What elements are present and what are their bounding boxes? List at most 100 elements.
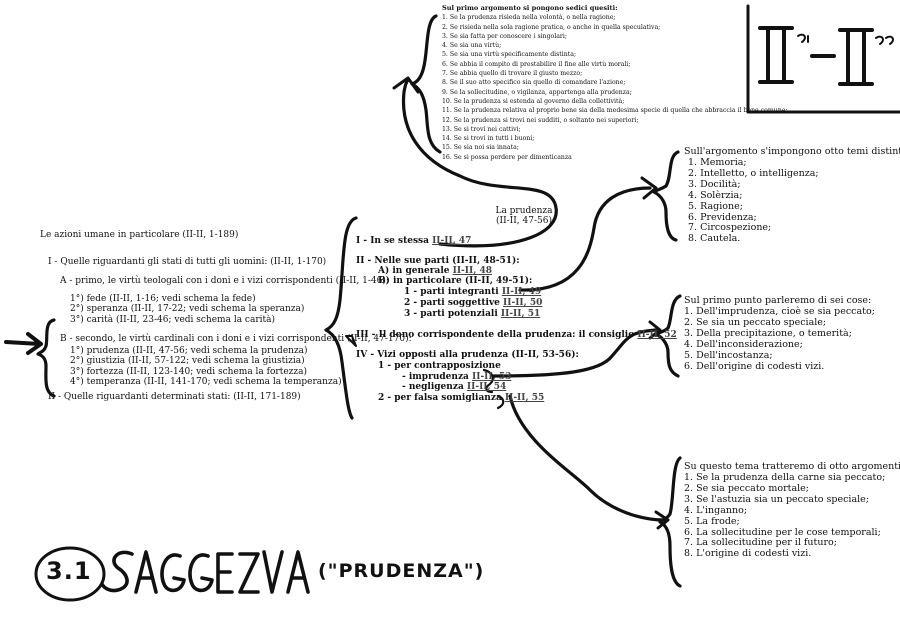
top-questions-heading: Sul primo argomento si pongono sedici qu…: [442, 4, 618, 12]
item-ii-b: B) in particolare (II-II, 49-51):: [378, 276, 533, 286]
question-8: 8. Se il suo atto specifico sia quello d…: [442, 79, 626, 87]
theological-item-carita: 3°) carità (II-II, 23-46; vedi schema la…: [70, 314, 276, 325]
eight-args-heading: Su questo tema tratteremo di otto argome…: [684, 461, 900, 472]
cardinal-item-prudenza: 1°) prudenza (II-II, 47-56; vedi schema …: [70, 346, 308, 356]
outline-title: Le azioni umane in particolare (II-II, 1…: [40, 230, 239, 240]
item-b1-link[interactable]: II-II, 49: [501, 287, 542, 297]
item-b2-label: 2 - parti soggettive: [404, 298, 504, 308]
arg-item-3: 3. Se l'astuzia sia un peccato speciale;: [684, 493, 869, 505]
item-iv-1b-link[interactable]: II-II, 54: [466, 382, 507, 392]
question-4: 4. Se sia una virtù;: [442, 42, 502, 50]
number-circle: [34, 546, 106, 602]
left-brace: [36, 318, 56, 398]
item-b1-label: 1 - parti integranti: [404, 287, 502, 297]
item-ii: II - Nelle sue parti (II-II, 48-51):: [356, 256, 520, 266]
theme-item-7: 7. Circospezione;: [688, 222, 772, 234]
themes-heading: Sull'argomento s'impongono otto temi dis…: [684, 146, 900, 157]
arg-item-4: 4. L'inganno;: [684, 504, 748, 516]
cardinal-item-fortezza: 3°) fortezza (II-II, 123-140; vedi schem…: [70, 366, 308, 377]
six-item-4: 4. Dell'inconsiderazione;: [684, 338, 803, 350]
six-things-box: Sul primo punto parleremo di sei cose: 1…: [684, 295, 875, 372]
corner-box: [746, 4, 900, 114]
question-9: 9. Se la sollecitudine, o vigilanza, app…: [442, 88, 632, 96]
item-iv-1a-label: - imprudenza: [402, 372, 473, 382]
six-item-5: 5. Dell'incostanza;: [684, 349, 773, 361]
item-b3-label: 3 - parti potenziali: [404, 309, 501, 319]
center-heading-title: La prudenza: [495, 206, 553, 216]
theme-item-6: 6. Previdenza;: [688, 211, 757, 223]
item-b2-link[interactable]: II-II, 50: [503, 298, 543, 308]
theological-item-speranza: 2°) speranza (II-II, 17-22; vedi schema …: [70, 304, 305, 315]
themes-box: Sull'argomento s'impongono otto temi dis…: [684, 146, 900, 245]
six-item-3: 3. Della precipitazione, o temerità;: [684, 327, 852, 339]
question-6: 6. Se abbia il compito di prestabilire i…: [442, 60, 631, 68]
item-i-label: I - In se stessa: [356, 236, 433, 246]
question-3: 3. Se sia fatta per conoscere i singolar…: [442, 32, 567, 40]
six-item-1: 1. Dell'imprudenza, cioè se sia peccato;: [684, 305, 875, 317]
item-iv-2-label: 2 - per falsa somiglianza: [378, 393, 505, 403]
outline-section-i: I - Quelle riguardanti gli stati di tutt…: [48, 257, 327, 267]
item-iv: IV - Vizi opposti alla prudenza (II-II, …: [356, 350, 579, 360]
cardinal-item-temperanza: 4°) temperanza (II-II, 141-170; vedi sch…: [70, 377, 342, 388]
question-7: 7. Se abbia quello di trovare il giusto …: [442, 70, 583, 78]
center-heading: La prudenza (II-II, 47-56): [489, 206, 559, 227]
question-15: 15. Se sia noi sia innata;: [442, 144, 519, 152]
theological-item-fede: 1°) fede (II-II, 1-16; vedi schema la fe…: [70, 294, 256, 304]
entry-arrow-icon: [4, 332, 43, 355]
question-10: 10. Se la prudenza si estenda al governo…: [442, 97, 625, 105]
arrow-b1-to-themes: [518, 186, 652, 292]
item-iv-1a: - imprudenza II-II, 53: [402, 372, 511, 382]
item-i: I - In se stessa II-II, 47: [356, 236, 471, 246]
theme-item-1: 1. Memoria;: [688, 156, 747, 168]
outline-part-b: B - secondo, le virtù cardinali con i do…: [60, 334, 412, 344]
arg-item-1: 1. Se la prudenza della carne sia peccat…: [684, 471, 886, 483]
six-item-6: 6. Dell'origine di codesti vizi.: [684, 360, 825, 372]
top-questions-box: Sul primo argomento si pongono sedici qu…: [442, 4, 787, 162]
theme-item-3: 3. Docilità;: [688, 178, 741, 190]
question-1: 1. Se la prudenza risieda nella volontà,…: [442, 14, 616, 22]
cardinal-list: 1°) prudenza (II-II, 47-56; vedi schema …: [70, 346, 342, 387]
center-heading-ref: (II-II, 47-56): [496, 216, 552, 227]
item-b1: 1 - parti integranti II-II, 49: [404, 287, 541, 297]
arrow-i-to-top: [401, 78, 558, 248]
question-12: 12. Se la prudenza si trovi nei sudditi,…: [442, 116, 639, 124]
item-iii-label: III - Il dono corrispondente della prude…: [356, 330, 638, 340]
six-item-2: 2. Se sia un peccato speciale;: [684, 316, 827, 328]
item-iv-2-link[interactable]: II-II, 55: [504, 393, 545, 403]
bottom-title-handwriting: [100, 550, 310, 594]
item-iv-1a-link[interactable]: II-II, 53: [472, 372, 512, 382]
item-iv-1b-label: - negligenza: [402, 382, 467, 392]
top-brace: [410, 14, 442, 154]
bottom-paren: ("PRUDENZA"): [318, 560, 485, 582]
question-16: 16. Se si possa perdere per dimenticanza: [442, 153, 572, 161]
item-b3: 3 - parti potenziali II-II, 51: [404, 309, 540, 319]
arrow-falsa-to-args: [508, 394, 666, 522]
theme-item-5: 5. Ragione;: [688, 200, 743, 212]
item-iv-1b: - negligenza II-II, 54: [402, 382, 506, 392]
question-14: 14. Se si trovi in tutti i buoni;: [442, 135, 535, 143]
cardinal-item-giustizia: 2°) giustizia (II-II, 57-122; vedi schem…: [70, 356, 305, 367]
outline-section-ii: II - Quelle riguardanti determinati stat…: [48, 392, 301, 402]
item-i-link[interactable]: II-II, 47: [432, 236, 472, 246]
center-brace: [324, 216, 358, 420]
item-iii-link[interactable]: II-II, 52: [637, 330, 677, 340]
theme-item-2: 2. Intelletto, o intelligenza;: [688, 167, 819, 179]
item-ii-a: A) in generale II-II, 48: [378, 266, 492, 276]
question-5: 5. Se sia una virtù specificamente disti…: [442, 51, 577, 59]
theme-item-4: 4. Solèrzia;: [688, 189, 743, 201]
bottom-number: 3.1: [46, 557, 92, 585]
eight-args-box: Su questo tema tratteremo di otto argome…: [684, 461, 900, 560]
item-b3-link[interactable]: II-II, 51: [500, 309, 541, 319]
themes-list: 1. Memoria; 2. Intelletto, o intelligenz…: [684, 156, 900, 245]
item-iii: III - Il dono corrispondente della prude…: [356, 330, 677, 340]
arg-item-6: 6. La sollecitudine per le cose temporal…: [684, 526, 881, 538]
question-13: 13. Se si trovi nei cattivi;: [442, 125, 521, 133]
outline-part-a: A - primo, le virtù teologali con i doni…: [60, 276, 389, 286]
arg-item-7: 7. La sollecitudine per il futuro;: [684, 537, 837, 549]
question-2: 2. Se risieda nella sola ragione pratica…: [442, 23, 661, 31]
corner-label-handwriting: [758, 26, 894, 86]
item-ii-a-link[interactable]: II-II, 48: [452, 266, 492, 276]
item-iv-1: 1 - per contrapposizione: [378, 361, 501, 371]
item-b2: 2 - parti soggettive II-II, 50: [404, 298, 542, 308]
arrow-imprudenza-to-six: [492, 328, 658, 378]
